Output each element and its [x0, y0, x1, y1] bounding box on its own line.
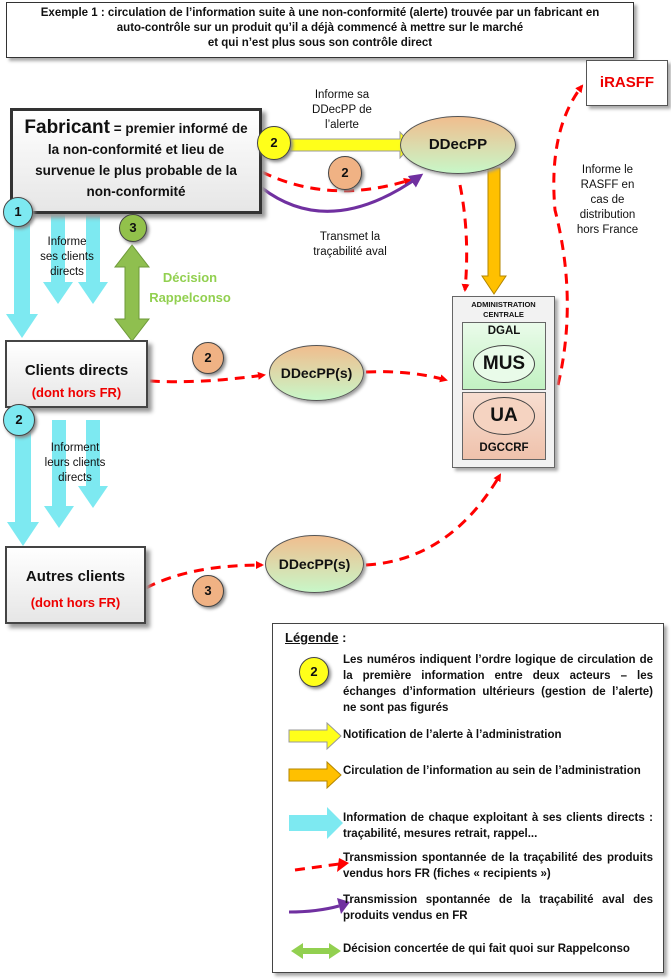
cyan-arrow	[7, 420, 39, 546]
clients-directs-box: Clients directs (dont hors FR)	[5, 340, 148, 408]
label-line: ses clients	[40, 251, 94, 263]
dgal-label: DGAL	[487, 325, 521, 337]
yellow-arrow-icon	[288, 722, 342, 751]
numbered-circle-icon: 2	[299, 657, 329, 687]
dgccrf-box: UA DGCCRF	[462, 392, 546, 460]
step-badge-green: 3	[119, 214, 147, 242]
autres-clients-name: Autres clients	[25, 568, 126, 585]
legend-box: Légende : 2 Les numéros indiquent l’ordr…	[272, 623, 664, 973]
label-line: traçabilité aval	[313, 246, 387, 258]
label-line: Informent	[50, 442, 100, 454]
label-line: hors France	[576, 224, 639, 236]
dgal-box: DGAL MUS	[462, 322, 546, 390]
step-badge-cyan: 1	[3, 197, 33, 227]
red-dashed-arrow	[149, 371, 266, 384]
fabricant-desc: non-conformité	[86, 184, 186, 199]
cyan-arrows-fabricant	[6, 214, 108, 338]
legend-item-text: Les numéros indiquent l’ordre logique de…	[343, 654, 653, 714]
label-line: DDecPP de	[312, 104, 372, 116]
label-line: distribution	[579, 209, 636, 221]
red-dashed-arrow-icon	[294, 858, 349, 872]
red-dashed-arrow	[365, 370, 448, 383]
label-transmet: Transmet la traçabilité aval	[290, 230, 410, 260]
purple-arrow-icon	[288, 898, 350, 914]
legend-title-suffix: :	[338, 630, 347, 645]
legend-item-text: Transmission spontannée de la traçabilit…	[343, 852, 653, 880]
clients-directs-name: Clients directs	[24, 362, 129, 379]
fabricant-desc: = premier informé de	[113, 121, 248, 136]
legend-item-text: Information de chaque exploitant à ses c…	[343, 812, 653, 840]
ddecpp-clients-ellipse: DDecPP(s)	[269, 345, 364, 401]
label-line: l’alerte	[325, 119, 359, 131]
label-informent: Informent leurs clients directs	[30, 441, 120, 486]
legend-item-text: Décision concertée de qui fait quoi sur …	[343, 943, 630, 955]
fabricant-desc: survenue le plus probable de la	[35, 163, 237, 178]
ua-ellipse: UA	[473, 397, 535, 435]
purple-arrow	[261, 173, 424, 213]
step-badge-salmon: 2	[328, 156, 362, 190]
admin-title-line: ADMINISTRATION	[471, 300, 536, 309]
cyan-arrows-clients	[7, 420, 108, 546]
label-informe-clients: Informe ses clients directs	[32, 235, 102, 280]
cyan-arrow	[6, 214, 38, 338]
title-line: auto-contrôle sur un produit qu’il a déj…	[116, 22, 524, 34]
label-line: directs	[50, 266, 84, 278]
fabricant-box: Fabricant = premier informé de la non-co…	[10, 108, 262, 214]
step-badge-salmon: 2	[192, 342, 224, 374]
step-badge-salmon: 3	[192, 575, 224, 607]
irasff-box: iRASFF	[586, 60, 668, 106]
label-line: Informe sa	[314, 89, 370, 101]
label-line: RASFF en	[580, 179, 635, 191]
green-double-arrow-icon	[291, 943, 341, 959]
label-informe-rasff: Informe le RASFF en cas de distribution …	[565, 163, 650, 238]
red-dashed-arrow	[261, 170, 412, 193]
legend-title-text: Légende	[285, 630, 339, 645]
label-line: Informe	[47, 236, 87, 248]
title-line: Exemple 1 : circulation de l’information…	[40, 7, 600, 19]
label-line: Rappelconso	[149, 290, 231, 305]
yellow-arrow	[289, 130, 413, 160]
cyan-arrow	[78, 420, 108, 508]
cyan-arrow-icon	[289, 807, 343, 839]
administration-centrale-box: ADMINISTRATION CENTRALE DGAL MUS UA DGCC…	[452, 296, 555, 468]
ddecpp-autres-ellipse: DDecPP(s)	[265, 535, 364, 593]
clients-directs-note: (dont hors FR)	[31, 385, 122, 400]
legend-item-text: Notification de l’alerte à l’administrat…	[343, 729, 562, 741]
red-dashed-arrow	[552, 84, 584, 386]
fabricant-name: Fabricant	[24, 117, 110, 138]
label-informe-ddecpp: Informe sa DDecPP de l’alerte	[292, 88, 392, 133]
cyan-arrow	[44, 420, 74, 528]
label-decision: Décision Rappelconso	[140, 268, 240, 308]
orange-arrow-icon	[288, 761, 342, 790]
orange-arrow	[481, 167, 507, 295]
legend-item-text: Transmission spontannée de la traçabilit…	[343, 894, 653, 922]
label-line: leurs clients	[44, 457, 106, 469]
cyan-arrow	[43, 214, 73, 304]
legend-title: Légende :	[285, 630, 346, 645]
fabricant-desc: la non-conformité et lieu de	[47, 142, 225, 157]
title-line: et qui n’est plus sous son contrôle dire…	[207, 37, 433, 49]
diagram-title: Exemple 1 : circulation de l’information…	[6, 2, 634, 58]
red-dashed-arrow	[365, 473, 502, 567]
admin-title-line: CENTRALE	[483, 310, 524, 319]
autres-clients-box: Autres clients (dont hors FR)	[5, 546, 146, 624]
label-line: Transmet la	[319, 231, 381, 243]
red-dashed-arrow	[458, 184, 470, 292]
label-line: directs	[58, 472, 92, 484]
label-line: Informe le	[581, 164, 634, 176]
legend-item-text: Circulation de l’information au sein de …	[343, 765, 641, 777]
label-line: Décision	[162, 270, 218, 285]
label-line: cas de	[590, 194, 625, 206]
mus-ellipse: MUS	[473, 345, 535, 383]
dgccrf-label: DGCCRF	[479, 442, 529, 454]
step-badge-yellow: 2	[257, 126, 291, 160]
red-dashed-arrow	[145, 561, 264, 590]
admin-title: ADMINISTRATION CENTRALE	[453, 297, 554, 320]
autres-clients-note: (dont hors FR)	[30, 595, 121, 610]
cyan-arrow	[78, 214, 108, 304]
step-badge-cyan: 2	[3, 404, 35, 436]
ddecpp-main-ellipse: DDecPP	[400, 116, 516, 174]
